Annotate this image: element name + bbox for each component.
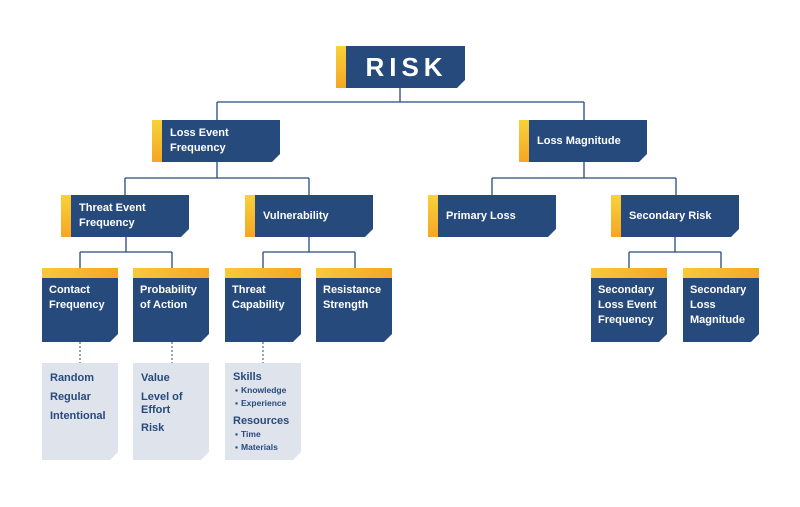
threat-capability-label: Threat Capability bbox=[232, 284, 285, 311]
contact-frequency-label: Contact Frequency bbox=[49, 284, 105, 311]
probability-of-action-node: Probability of Action bbox=[133, 268, 209, 342]
note-item-regular: Regular bbox=[50, 391, 91, 403]
note-item-intentional: Intentional bbox=[50, 410, 106, 422]
accent-bar bbox=[61, 195, 71, 237]
connector-lm bbox=[491, 162, 677, 195]
resistance-strength-label: Resistance Strength bbox=[323, 284, 382, 311]
loss-event-frequency-label: Loss Event Frequency bbox=[170, 127, 229, 154]
note-heading-resources: Resources bbox=[233, 415, 290, 427]
connector-sr bbox=[628, 237, 722, 268]
vulnerability-node: Vulnerability bbox=[245, 195, 373, 237]
secondary-risk-node: Secondary Risk bbox=[611, 195, 739, 237]
accent-bar bbox=[591, 268, 667, 278]
note-item-value: Value bbox=[141, 372, 170, 384]
primary-loss-label: Primary Loss bbox=[446, 209, 516, 222]
secondary-risk-label: Secondary Risk bbox=[629, 209, 712, 222]
accent-bar bbox=[225, 268, 301, 278]
contact-frequency-note: Random Regular Intentional bbox=[42, 363, 118, 460]
accent-bar bbox=[316, 268, 392, 278]
accent-bar bbox=[152, 120, 162, 162]
note-heading-skills: Skills bbox=[233, 371, 262, 383]
loss-magnitude-node: Loss Magnitude bbox=[519, 120, 647, 162]
connector-root bbox=[216, 88, 585, 120]
threat-capability-note: Skills Knowledge Experience Resources Ti… bbox=[225, 363, 301, 460]
accent-bar bbox=[611, 195, 621, 237]
note-subitem-experience: Experience bbox=[235, 398, 286, 408]
probability-of-action-note: Value Level of Effort Risk bbox=[133, 363, 209, 460]
accent-bar bbox=[336, 46, 346, 88]
loss-event-frequency-node: Loss Event Frequency bbox=[152, 120, 280, 162]
note-item-random: Random bbox=[50, 372, 94, 384]
connector-vuln bbox=[262, 237, 356, 268]
note-item-risk: Risk bbox=[141, 422, 165, 434]
risk-label: RISK bbox=[365, 51, 448, 82]
primary-loss-node: Primary Loss bbox=[428, 195, 556, 237]
accent-bar bbox=[133, 268, 209, 278]
accent-bar bbox=[428, 195, 438, 237]
accent-bar bbox=[42, 268, 118, 278]
accent-bar bbox=[683, 268, 759, 278]
secondary-loss-event-frequency-label: Secondary Loss Event Frequency bbox=[598, 284, 657, 326]
secondary-loss-magnitude-node: Secondary Loss Magnitude bbox=[683, 268, 759, 342]
connector-tef bbox=[79, 237, 173, 268]
threat-capability-node: Threat Capability bbox=[225, 268, 301, 342]
accent-bar bbox=[519, 120, 529, 162]
contact-frequency-node: Contact Frequency bbox=[42, 268, 118, 342]
threat-event-frequency-node: Threat Event Frequency bbox=[61, 195, 189, 237]
note-subitem-materials: Materials bbox=[235, 442, 278, 452]
note-subitem-knowledge: Knowledge bbox=[235, 385, 286, 395]
accent-bar bbox=[245, 195, 255, 237]
threat-event-frequency-label: Threat Event Frequency bbox=[79, 202, 146, 229]
risk-node: RISK bbox=[336, 46, 465, 88]
secondary-loss-event-frequency-node: Secondary Loss Event Frequency bbox=[591, 268, 667, 342]
note-item-level-of-effort: Level of Effort bbox=[141, 391, 183, 416]
loss-magnitude-label: Loss Magnitude bbox=[537, 134, 621, 147]
secondary-loss-magnitude-label: Secondary Loss Magnitude bbox=[690, 284, 747, 326]
resistance-strength-node: Resistance Strength bbox=[316, 268, 392, 342]
probability-of-action-label: Probability of Action bbox=[140, 284, 197, 311]
vulnerability-label: Vulnerability bbox=[263, 209, 329, 222]
connector-lef bbox=[124, 162, 310, 195]
note-subitem-time: Time bbox=[235, 429, 261, 439]
